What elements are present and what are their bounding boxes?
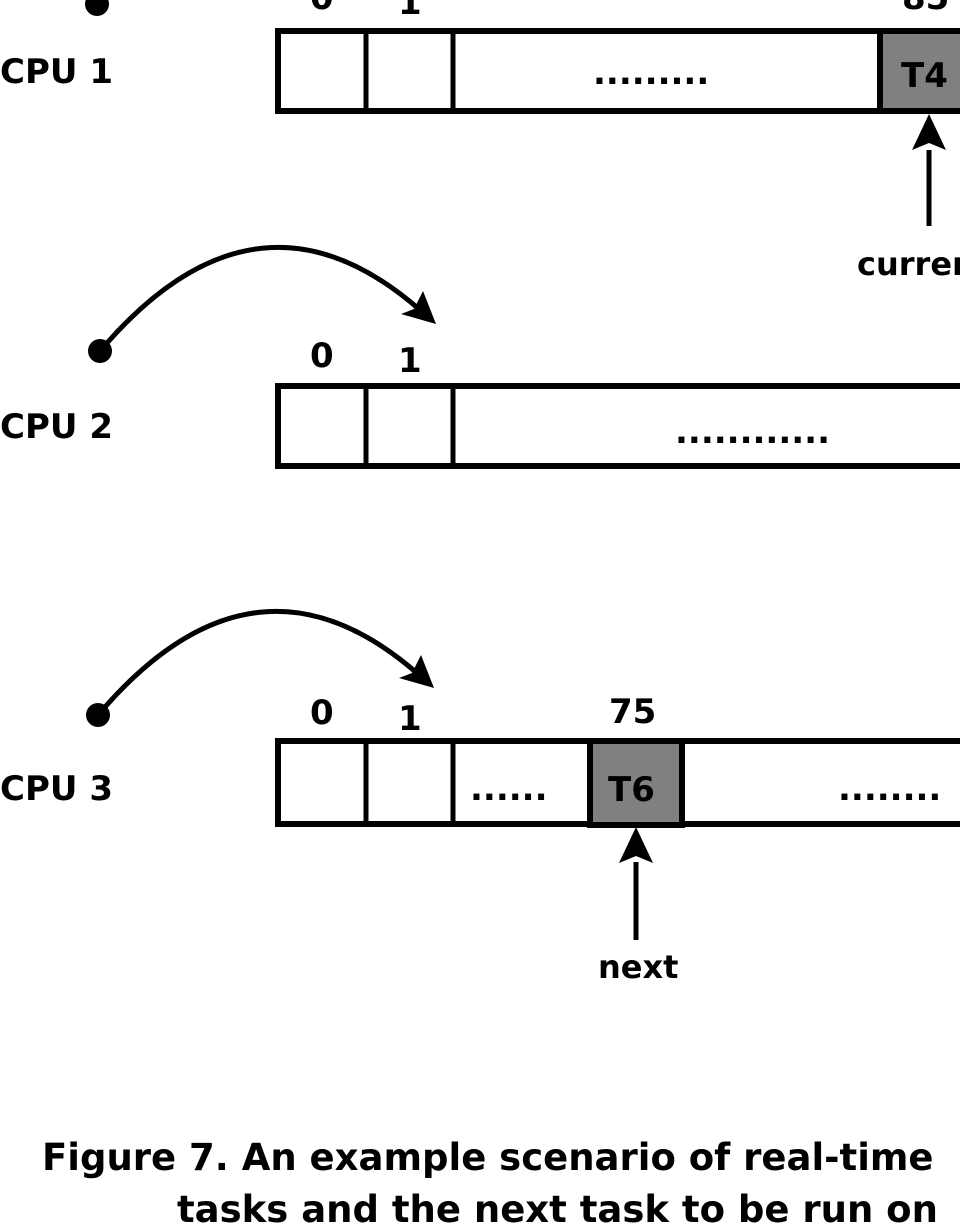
cpu1-label: CPU 1 [0, 52, 113, 92]
cpu2-label: CPU 2 [0, 407, 113, 447]
cpu2-queue-dot [88, 339, 112, 363]
cpu2-index-1: 1 [398, 341, 422, 381]
figure-caption-line1: Figure 7. An example scenario of real-ti… [42, 1136, 934, 1179]
cpu3-ellipsis-before: ...... [470, 769, 548, 809]
arrow-head-icon [912, 114, 946, 150]
cpu3-index-0: 0 [310, 693, 334, 733]
cpu1-queue-array [275, 28, 960, 114]
cpu3-label: CPU 3 [0, 769, 113, 809]
cpu2-group: CPU 2 0 1 ............ [0, 244, 960, 469]
cpu3-advance-arrow [103, 608, 420, 709]
arrow-head-icon [399, 655, 434, 688]
cpu1-group: CPU 1 0 1 85 ......... T4 current [0, 0, 960, 283]
cpu3-ellipsis-after: ........ [838, 769, 941, 809]
cpu3-task-label: T6 [608, 770, 655, 810]
arrow-head-icon [401, 291, 436, 324]
cpu2-ellipsis: ............ [675, 412, 830, 452]
cpu3-pointer-label: next [598, 948, 678, 986]
cpu1-index-0: 0 [310, 0, 334, 18]
cpu1-queue-dot [85, 0, 109, 16]
cpu1-task-label: T4 [901, 56, 948, 96]
cpu1-ellipsis: ......... [593, 53, 709, 93]
arrow-head-icon [619, 827, 653, 863]
cpu2-index-0: 0 [310, 336, 334, 376]
cpu2-queue-array [275, 383, 960, 469]
cpu3-index-1: 1 [398, 699, 422, 739]
cpu1-index-85: 85 [902, 0, 949, 18]
cpu1-task-cell [877, 28, 960, 114]
cpu3-task-cell [587, 738, 685, 828]
cpu1-index-1: 1 [398, 0, 422, 23]
cpu2-advance-arrow [105, 244, 424, 345]
figure-caption-line2: tasks and the next task to be run on [177, 1188, 938, 1224]
cpu1-pointer-label: current [857, 245, 960, 283]
cpu3-group: CPU 3 0 1 75 ...... T6 ........ next [0, 608, 960, 986]
cpu3-queue-dot [86, 703, 110, 727]
cpu3-index-75: 75 [609, 692, 656, 732]
